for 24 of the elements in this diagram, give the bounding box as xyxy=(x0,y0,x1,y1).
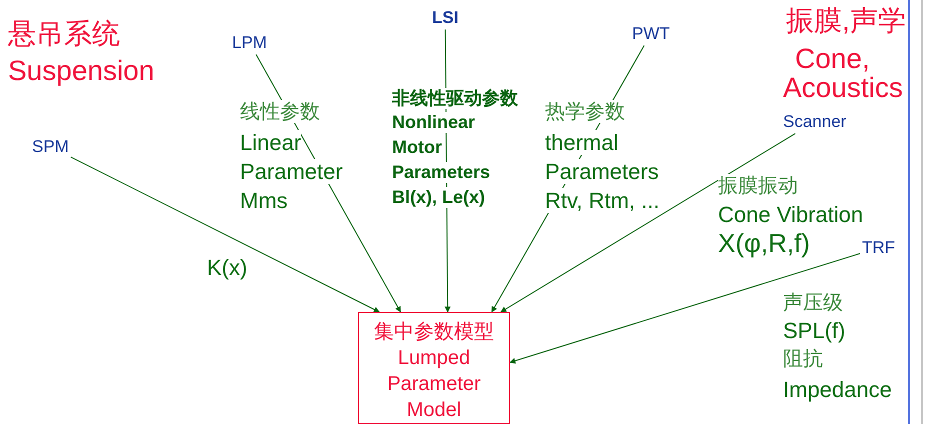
text-label: 线性参数 xyxy=(240,100,320,123)
module-label: LPM xyxy=(232,33,267,53)
arrow xyxy=(70,156,380,312)
text-label: Parameters xyxy=(545,159,659,184)
text-label: 阻抗 xyxy=(783,347,823,370)
module-label: PWT xyxy=(632,24,670,44)
text-label: Parameter xyxy=(240,159,343,184)
text-label: 振膜振动 xyxy=(718,174,798,197)
text-label: Parameters xyxy=(392,162,490,183)
model-label: 集中参数模型 Lumped Parameter Model xyxy=(373,320,495,423)
model-box xyxy=(358,312,510,424)
text-label: 声压级 xyxy=(783,291,843,314)
text-label: 热学参数 xyxy=(545,100,625,123)
text-label: Nonlinear xyxy=(392,112,476,133)
module-label: TRF xyxy=(862,238,896,258)
text-label: Rtv, Rtm, ... xyxy=(545,188,660,214)
text-label: 非线性驱动参数 xyxy=(392,88,518,109)
module-label: SPM xyxy=(32,137,69,157)
arrow xyxy=(500,133,796,312)
arrow xyxy=(509,253,860,364)
module-label: LSI xyxy=(432,8,458,28)
text-label: Bl(x), Le(x) xyxy=(392,187,486,208)
text-label: thermal xyxy=(545,130,618,156)
module-label: Scanner xyxy=(783,112,846,132)
